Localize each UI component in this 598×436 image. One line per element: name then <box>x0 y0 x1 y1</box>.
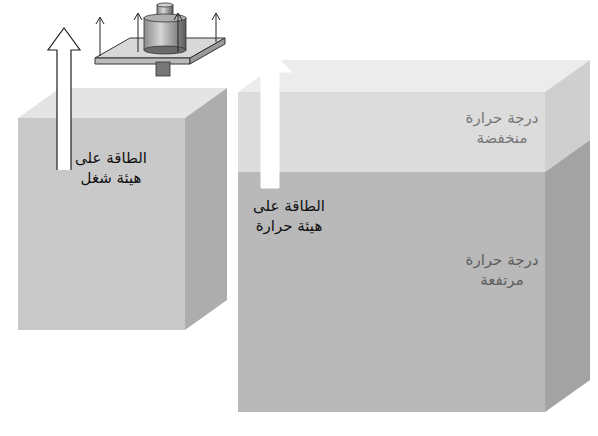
weight <box>144 46 186 54</box>
force-arrows <box>96 13 220 56</box>
box-label: درجة حرارة مرتفعة <box>460 250 544 291</box>
band-front <box>238 92 545 172</box>
temperature-band: درجة حرارة مرتفعة <box>460 250 544 291</box>
rod <box>156 62 170 76</box>
band-front <box>238 172 545 412</box>
arrow-label: الطاقة على هيئة حرارة <box>244 196 334 237</box>
box-front <box>18 118 185 330</box>
plate-edge <box>190 38 225 64</box>
label-holder: الطاقة على هيئة حرارة <box>244 196 334 237</box>
plate-edge <box>95 58 190 64</box>
band-side <box>545 140 590 412</box>
work-box: الطاقة على هيئة شغل <box>72 148 150 189</box>
work-arrow <box>48 28 80 170</box>
box-side <box>185 88 227 330</box>
temperature-band: درجة حرارة منخفضة <box>460 108 544 149</box>
box-label: الطاقة على هيئة شغل <box>72 148 150 189</box>
weight-knob <box>157 3 173 7</box>
box-top <box>238 60 590 92</box>
box-label: درجة حرارة منخفضة <box>460 108 544 149</box>
heat-arrow <box>248 50 292 188</box>
weight <box>144 18 186 50</box>
